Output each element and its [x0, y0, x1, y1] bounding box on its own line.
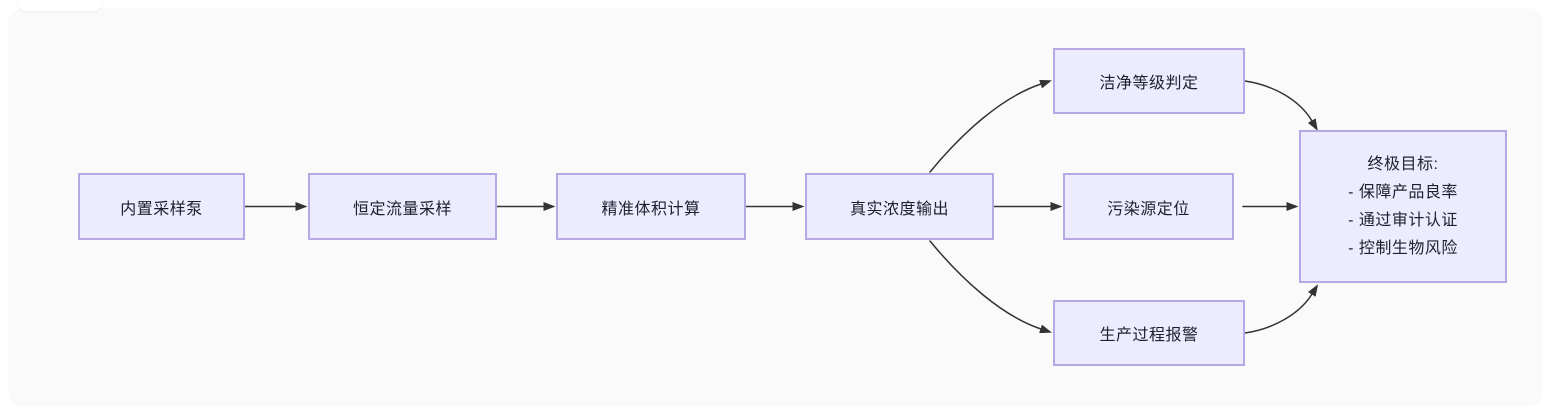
node-constant-flow-sampling: 恒定流量采样 — [308, 173, 497, 240]
node-label: 精准体积计算 — [601, 200, 701, 218]
node-label: 洁净等级判定 — [1099, 75, 1199, 92]
node-label: 恒定流量采样 — [352, 200, 452, 218]
goal-item: - 保障产品良率 — [1348, 183, 1458, 201]
node-sampling-pump: 内置采样泵 — [78, 173, 245, 240]
top-left-tab — [18, 0, 102, 11]
node-contamination-source: 污染源定位 — [1063, 173, 1234, 240]
node-label: 内置采样泵 — [120, 200, 203, 218]
goal-title: 终极目标: — [1367, 155, 1439, 173]
node-concentration-output: 真实浓度输出 — [805, 173, 994, 240]
edge-clean-to-goal — [1244, 80, 1318, 131]
edge-alarm-to-goal — [1244, 284, 1319, 334]
node-cleanliness-grade: 洁净等级判定 — [1053, 48, 1245, 114]
node-ultimate-goal: 终极目标: - 保障产品良率 - 通过审计认证 - 控制生物风险 — [1299, 130, 1507, 283]
edge-output-to-clean — [929, 79, 1052, 173]
node-process-alarm: 生产过程报警 — [1053, 300, 1245, 366]
edge-output-to-alarm — [929, 240, 1052, 334]
goal-item: - 控制生物风险 — [1348, 239, 1458, 257]
node-label: 生产过程报警 — [1099, 327, 1199, 344]
node-label: 污染源定位 — [1107, 200, 1190, 218]
node-volume-calculation: 精准体积计算 — [556, 173, 746, 240]
node-label: 真实浓度输出 — [849, 200, 949, 218]
goal-item: - 通过审计认证 — [1348, 211, 1458, 229]
